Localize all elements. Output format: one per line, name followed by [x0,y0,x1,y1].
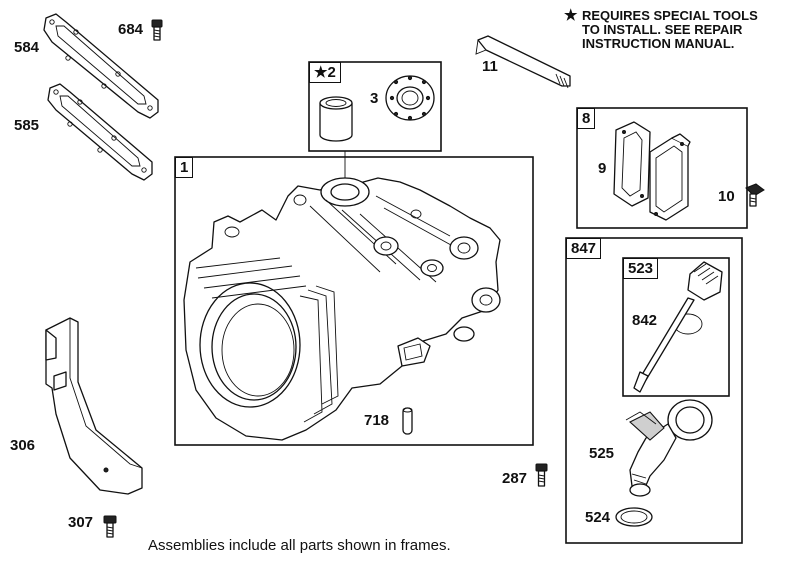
part-label-11: 11 [482,58,498,75]
oil-seal-3 [385,75,435,121]
part-label-842: 842 [632,312,658,329]
special-tools-note: ★ REQUIRES SPECIAL TOOLS TO INSTALL. SEE … [564,7,758,51]
part-label-585: 585 [14,117,40,134]
part-label-684: 684 [118,21,144,38]
frame-dipstick-assembly [622,257,730,397]
screw-684 [151,19,163,41]
part-label-524: 524 [585,509,611,526]
dipstick-523 [633,261,723,393]
frame-label-2: ★2 [309,62,341,83]
frame-bushing-seal-kit [308,61,442,152]
cylinder-block-1 [183,177,501,441]
part-label-10: 10 [718,188,735,205]
part-label-9: 9 [598,160,607,177]
dowel-pin-718 [402,407,413,435]
note-line-3: INSTRUCTION MANUAL. [582,36,735,51]
gasket-584 [43,13,159,119]
gasket-9 [613,121,651,207]
part-label-525: 525 [589,445,615,462]
frame-oil-fill-assembly [565,237,743,544]
frame-breather-assembly [576,107,748,229]
fill-tube-525 [625,399,713,497]
assembly-caption: Assemblies include all parts shown in fr… [148,537,451,554]
part-label-307: 307 [68,514,94,531]
breather-cover-8 [649,133,691,221]
note-line-1: REQUIRES SPECIAL TOOLS [582,8,758,23]
screw-10 [745,183,765,207]
part-label-3: 3 [370,90,379,107]
frame-label-1: 1 [175,157,194,178]
frame-label-8: 8 [577,108,596,129]
star-icon: ★ [564,7,578,24]
part-label-718: 718 [364,412,390,429]
gasket-585 [47,83,153,181]
tube-11 [475,35,571,89]
frame-label-523: 523 [623,258,659,279]
part-label-287: 287 [502,470,528,487]
frame-cylinder-assembly [174,156,534,446]
screw-287 [535,463,548,487]
part-label-584: 584 [14,39,40,56]
part-label-306: 306 [10,437,36,454]
screw-307 [103,515,117,538]
frame-label-847: 847 [566,238,602,259]
bracket-306 [45,317,143,495]
note-line-2: TO INSTALL. SEE REPAIR [582,22,743,37]
o-ring-524-inner [620,510,648,524]
bushing-2 [319,96,353,142]
